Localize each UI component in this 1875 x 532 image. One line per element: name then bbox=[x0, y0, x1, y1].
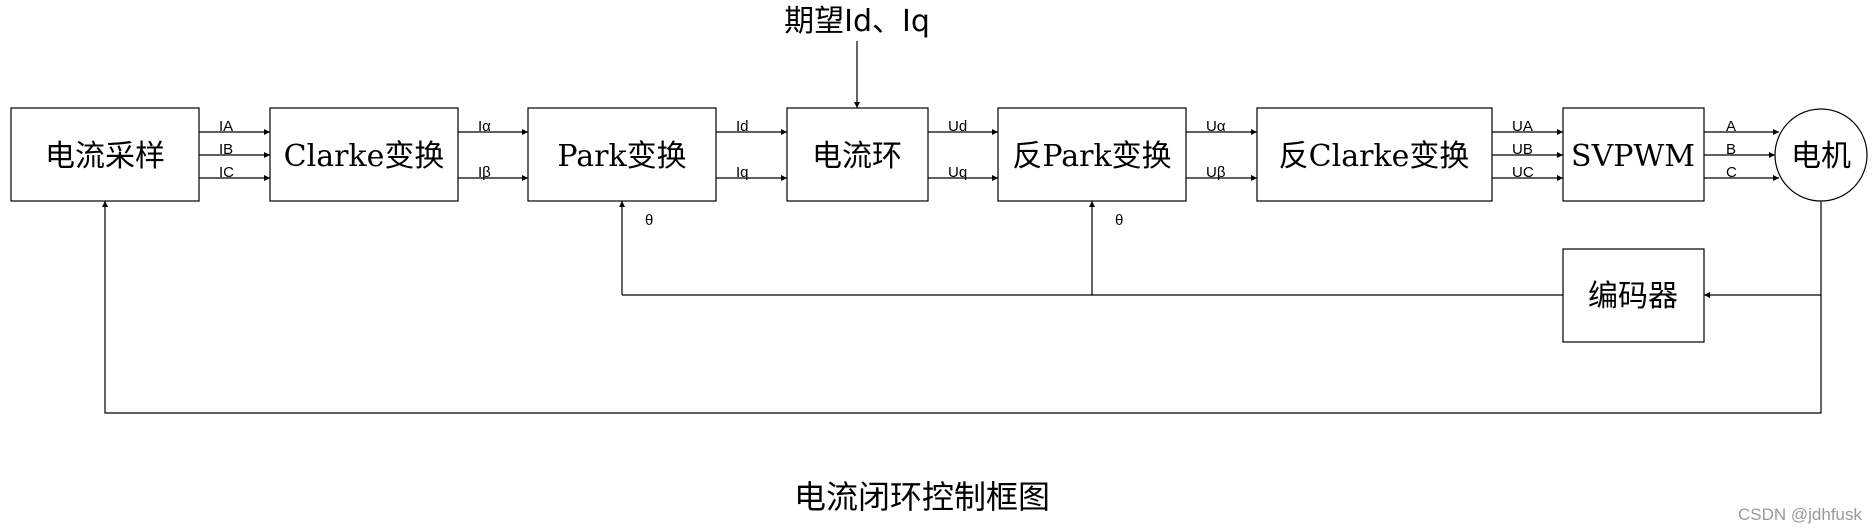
block-current-sampling-label: 电流采样 bbox=[45, 139, 165, 174]
signal-iq: Iq bbox=[736, 164, 749, 181]
block-park: Park变换 bbox=[527, 107, 717, 202]
signal-a: A bbox=[1726, 118, 1736, 135]
block-svpwm-label: SVPWM bbox=[1571, 139, 1695, 174]
block-motor: 电机 bbox=[1774, 108, 1868, 202]
block-inverse-park-label: 反Park变换 bbox=[1012, 139, 1171, 174]
block-svpwm: SVPWM bbox=[1562, 107, 1705, 202]
signal-u-alpha: Uα bbox=[1206, 118, 1226, 135]
block-inverse-park: 反Park变换 bbox=[997, 107, 1187, 202]
watermark: CSDN @jdhfusk bbox=[1738, 505, 1863, 524]
block-encoder: 编码器 bbox=[1562, 248, 1705, 343]
block-current-sampling: 电流采样 bbox=[10, 107, 200, 202]
signal-c: C bbox=[1726, 164, 1737, 181]
signal-id: Id bbox=[736, 118, 749, 135]
signal-uq: Uq bbox=[948, 164, 967, 181]
block-current-loop: 电流环 bbox=[786, 107, 929, 202]
block-park-label: Park变换 bbox=[557, 139, 686, 174]
signal-i-alpha: Iα bbox=[478, 118, 491, 135]
signal-ub: UB bbox=[1512, 141, 1533, 158]
signal-ua: UA bbox=[1512, 118, 1533, 135]
block-current-loop-label: 电流环 bbox=[812, 139, 902, 174]
signal-b: B bbox=[1726, 141, 1736, 158]
arrow-motor-to-encoder bbox=[1704, 201, 1822, 298]
signal-u-beta: Uβ bbox=[1206, 164, 1226, 181]
signal-theta-park: θ bbox=[645, 212, 653, 229]
diagram-title: 电流闭环控制框图 bbox=[794, 478, 1050, 516]
signal-ia: IA bbox=[219, 118, 233, 135]
reference-input-label: 期望Id、Iq bbox=[784, 4, 930, 39]
signal-i-beta: Iβ bbox=[478, 164, 491, 181]
signal-theta-inverse-park: θ bbox=[1115, 212, 1123, 229]
signal-ic: IC bbox=[219, 164, 234, 181]
block-inverse-clarke: 反Clarke变换 bbox=[1256, 107, 1493, 202]
block-clarke: Clarke变换 bbox=[269, 107, 459, 202]
block-inverse-clarke-label: 反Clarke变换 bbox=[1279, 139, 1470, 174]
block-encoder-label: 编码器 bbox=[1588, 279, 1678, 314]
signal-uc: UC bbox=[1512, 164, 1534, 181]
arrow-current-feedback bbox=[102, 201, 1822, 414]
signal-ud: Ud bbox=[948, 118, 967, 135]
block-motor-label: 电机 bbox=[1791, 139, 1851, 174]
signal-ib: IB bbox=[219, 141, 233, 158]
block-clarke-label: Clarke变换 bbox=[284, 139, 445, 174]
